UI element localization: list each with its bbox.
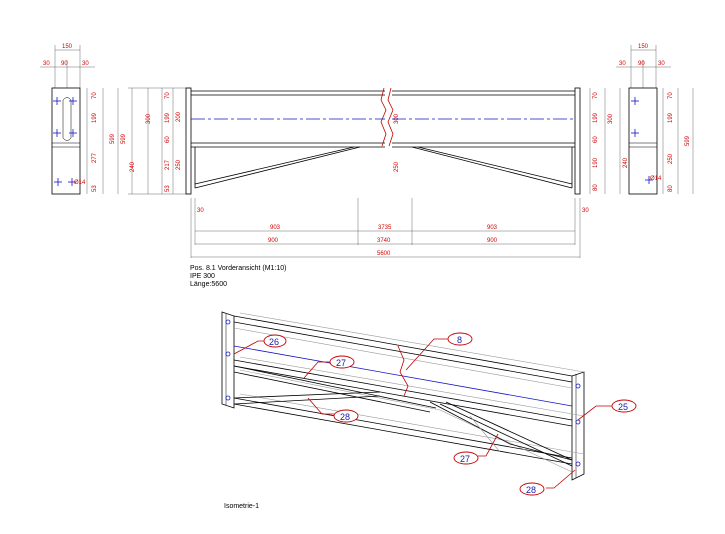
front-right-dim-0: 70 bbox=[593, 92, 599, 99]
callout-27-bottom-text: 27 bbox=[460, 454, 470, 464]
front-left-dim-0: 70 bbox=[165, 92, 171, 99]
right-seg-3: 250 bbox=[668, 153, 674, 164]
front-left-dim-2: 60 bbox=[165, 136, 171, 143]
left-weld-label: Ø14 bbox=[74, 180, 86, 186]
front-right-offset: 30 bbox=[582, 208, 589, 214]
right-seg-2: 199 bbox=[668, 112, 674, 123]
iso-bolts-left bbox=[225, 319, 231, 401]
front-left-dim-3: 217 bbox=[165, 159, 171, 170]
front-right-outer-1: 240 bbox=[623, 157, 629, 168]
left-seg-4: 53 bbox=[92, 185, 98, 192]
right-weld-label: Ø14 bbox=[650, 176, 662, 182]
left-width-a: 30 bbox=[43, 61, 50, 67]
front-mid-depth-1: 300 bbox=[394, 113, 400, 124]
right-side-view: 150 30 90 30 Ø14 70 199 250 80 300 599 bbox=[616, 44, 694, 195]
callout-26: 26 bbox=[233, 334, 287, 355]
front-right-dim-3: 190 bbox=[593, 157, 599, 168]
row3-total: 5600 bbox=[377, 251, 391, 257]
callout-25-text: 25 bbox=[618, 402, 628, 412]
right-seg-1: 70 bbox=[668, 92, 674, 99]
front-mid-depth-2: 250 bbox=[394, 161, 400, 172]
callout-8: 8 bbox=[405, 332, 473, 371]
right-bolt-3 bbox=[645, 176, 653, 184]
callout-28-left: 28 bbox=[307, 397, 359, 423]
left-side-view: 150 30 90 30 Ø14 70 199 277 53 599 599 bbox=[40, 44, 127, 195]
front-right-outer-0: 300 bbox=[608, 113, 614, 124]
callout-28-bottom: 28 bbox=[519, 469, 576, 496]
front-right-dim-1: 199 bbox=[593, 112, 599, 123]
left-bolt-5 bbox=[54, 178, 62, 186]
iso-bolts-right bbox=[575, 383, 581, 467]
front-right-dim-4: 80 bbox=[593, 184, 599, 191]
callout-28-bottom-text: 28 bbox=[526, 485, 536, 495]
left-width-b: 90 bbox=[61, 61, 68, 67]
title-line-2: IPE 300 bbox=[190, 273, 215, 280]
title-line-1: Pos. 8.1 Vorderansicht (M1:10) bbox=[190, 265, 287, 272]
front-left-dim-4: 53 bbox=[165, 185, 171, 192]
front-view: 240 300 70 199 60 217 53 200 250 bbox=[128, 87, 629, 258]
right-outer-total: 599 bbox=[685, 135, 691, 146]
left-seg-1: 70 bbox=[92, 92, 98, 99]
front-left-outer-2: 250 bbox=[176, 159, 182, 170]
front-left-dim-1: 199 bbox=[165, 112, 171, 123]
front-right-dim-2: 60 bbox=[593, 136, 599, 143]
left-bolt-3 bbox=[53, 129, 61, 137]
callout-25: 25 bbox=[577, 399, 637, 421]
callout-27-top: 27 bbox=[303, 355, 355, 379]
left-width-c: 30 bbox=[82, 61, 89, 67]
front-left-outer-3: 200 bbox=[176, 111, 182, 122]
isometric-label: Isometrie-1 bbox=[224, 503, 259, 510]
row2-mid: 3740 bbox=[377, 238, 391, 244]
left-bolt-6 bbox=[68, 178, 76, 186]
callout-28-left-text: 28 bbox=[340, 412, 350, 422]
row1-mid: 3735 bbox=[378, 225, 392, 231]
left-outer-total: 599 bbox=[121, 133, 127, 144]
row1-right: 903 bbox=[487, 225, 498, 231]
right-width-c: 30 bbox=[658, 61, 665, 67]
callout-26-text: 26 bbox=[269, 337, 279, 347]
right-seg-4: 80 bbox=[668, 185, 674, 192]
right-width-total: 150 bbox=[638, 44, 649, 50]
left-seg-3: 277 bbox=[92, 152, 98, 163]
left-width-total: 150 bbox=[62, 44, 73, 50]
callout-8-text: 8 bbox=[457, 335, 462, 345]
right-bolt-2 bbox=[631, 129, 639, 137]
callout-27-top-text: 27 bbox=[336, 358, 346, 368]
row1-left: 903 bbox=[270, 225, 281, 231]
left-bolt-1 bbox=[53, 97, 61, 105]
title-line-3: Länge:5600 bbox=[190, 281, 227, 288]
title-block: Pos. 8.1 Vorderansicht (M1:10) IPE 300 L… bbox=[190, 265, 287, 288]
front-left-outer-1: 240 bbox=[130, 161, 136, 172]
left-inner-total: 599 bbox=[110, 133, 116, 144]
right-width-b: 90 bbox=[638, 61, 645, 67]
left-seg-2: 199 bbox=[92, 112, 98, 123]
front-left-offset: 30 bbox=[197, 208, 204, 214]
right-width-a: 30 bbox=[619, 61, 626, 67]
row2-right: 900 bbox=[487, 238, 498, 244]
row2-left: 900 bbox=[268, 238, 279, 244]
left-bolt-2 bbox=[69, 97, 77, 105]
left-bolt-4 bbox=[69, 129, 77, 137]
isometric-view: 26 27 28 8 25 27 28 bbox=[221, 311, 637, 510]
right-bolt-1 bbox=[631, 97, 639, 105]
callout-27-bottom: 27 bbox=[453, 433, 499, 465]
front-left-outer-0: 300 bbox=[146, 113, 152, 124]
